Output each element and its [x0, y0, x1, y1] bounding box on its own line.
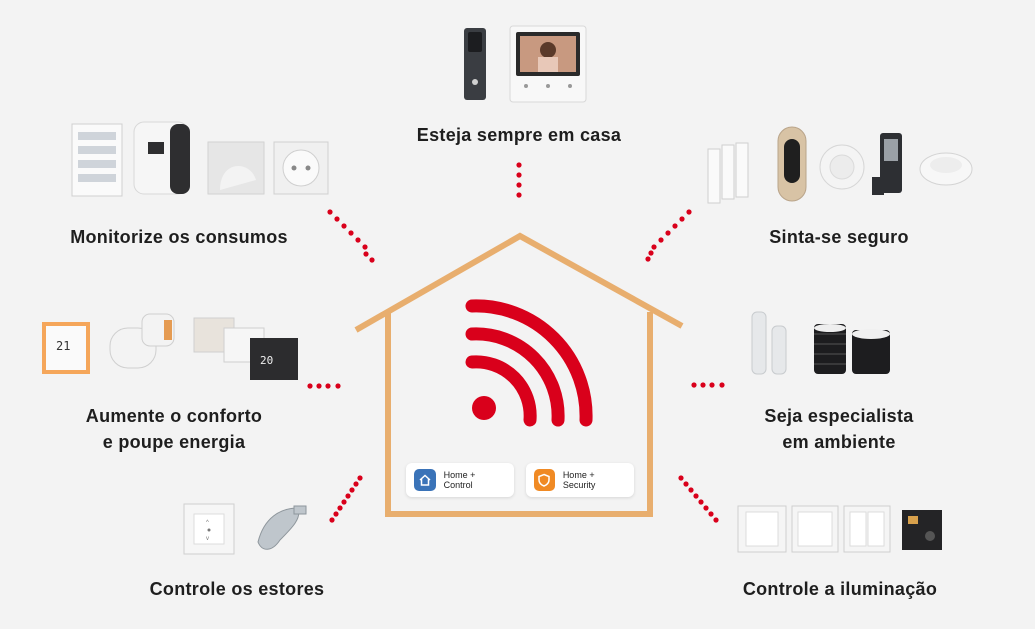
label-comfort-line2: e poupe energia — [102, 432, 246, 452]
svg-text:21: 21 — [56, 339, 70, 353]
label-lighting: Controle a iluminação — [742, 579, 938, 599]
house-icon — [414, 469, 436, 491]
svg-text:v: v — [206, 536, 209, 542]
label-feel-safe: Sinta-se seguro — [769, 227, 909, 247]
home-security-app-badge[interactable]: Home + Security — [526, 463, 634, 497]
home-control-app-badge[interactable]: Home + Control — [406, 463, 514, 497]
shutter-control-products: ^ v — [183, 503, 307, 555]
label-environment: Seja especialista em ambiente — [746, 403, 932, 455]
label-shutters: Controle os estores — [149, 579, 325, 599]
label-comfort-line1: Aumente o conforto — [85, 406, 263, 426]
svg-text:^: ^ — [206, 520, 209, 526]
label-comfort: Aumente o conforto e poupe energia — [60, 403, 288, 455]
thermostat-products: 21 20 — [42, 313, 298, 380]
label-always-home: Esteja sempre em casa — [416, 125, 622, 145]
wifi-icon — [465, 299, 593, 427]
security-products — [707, 126, 973, 204]
weather-station-products — [751, 311, 890, 375]
label-environment-line2: em ambiente — [782, 432, 896, 452]
shield-icon — [534, 469, 555, 491]
energy-meter-products — [71, 121, 329, 197]
video-intercom-products — [464, 25, 587, 103]
lighting-control-products — [737, 505, 942, 553]
home-control-label: Home + Control — [443, 470, 476, 490]
home-security-label: Home + Security — [562, 470, 596, 490]
svg-text:20: 20 — [260, 354, 273, 367]
label-monitor-consumption: Monitorize os consumos — [70, 227, 288, 247]
label-environment-line1: Seja especialista — [764, 406, 914, 426]
